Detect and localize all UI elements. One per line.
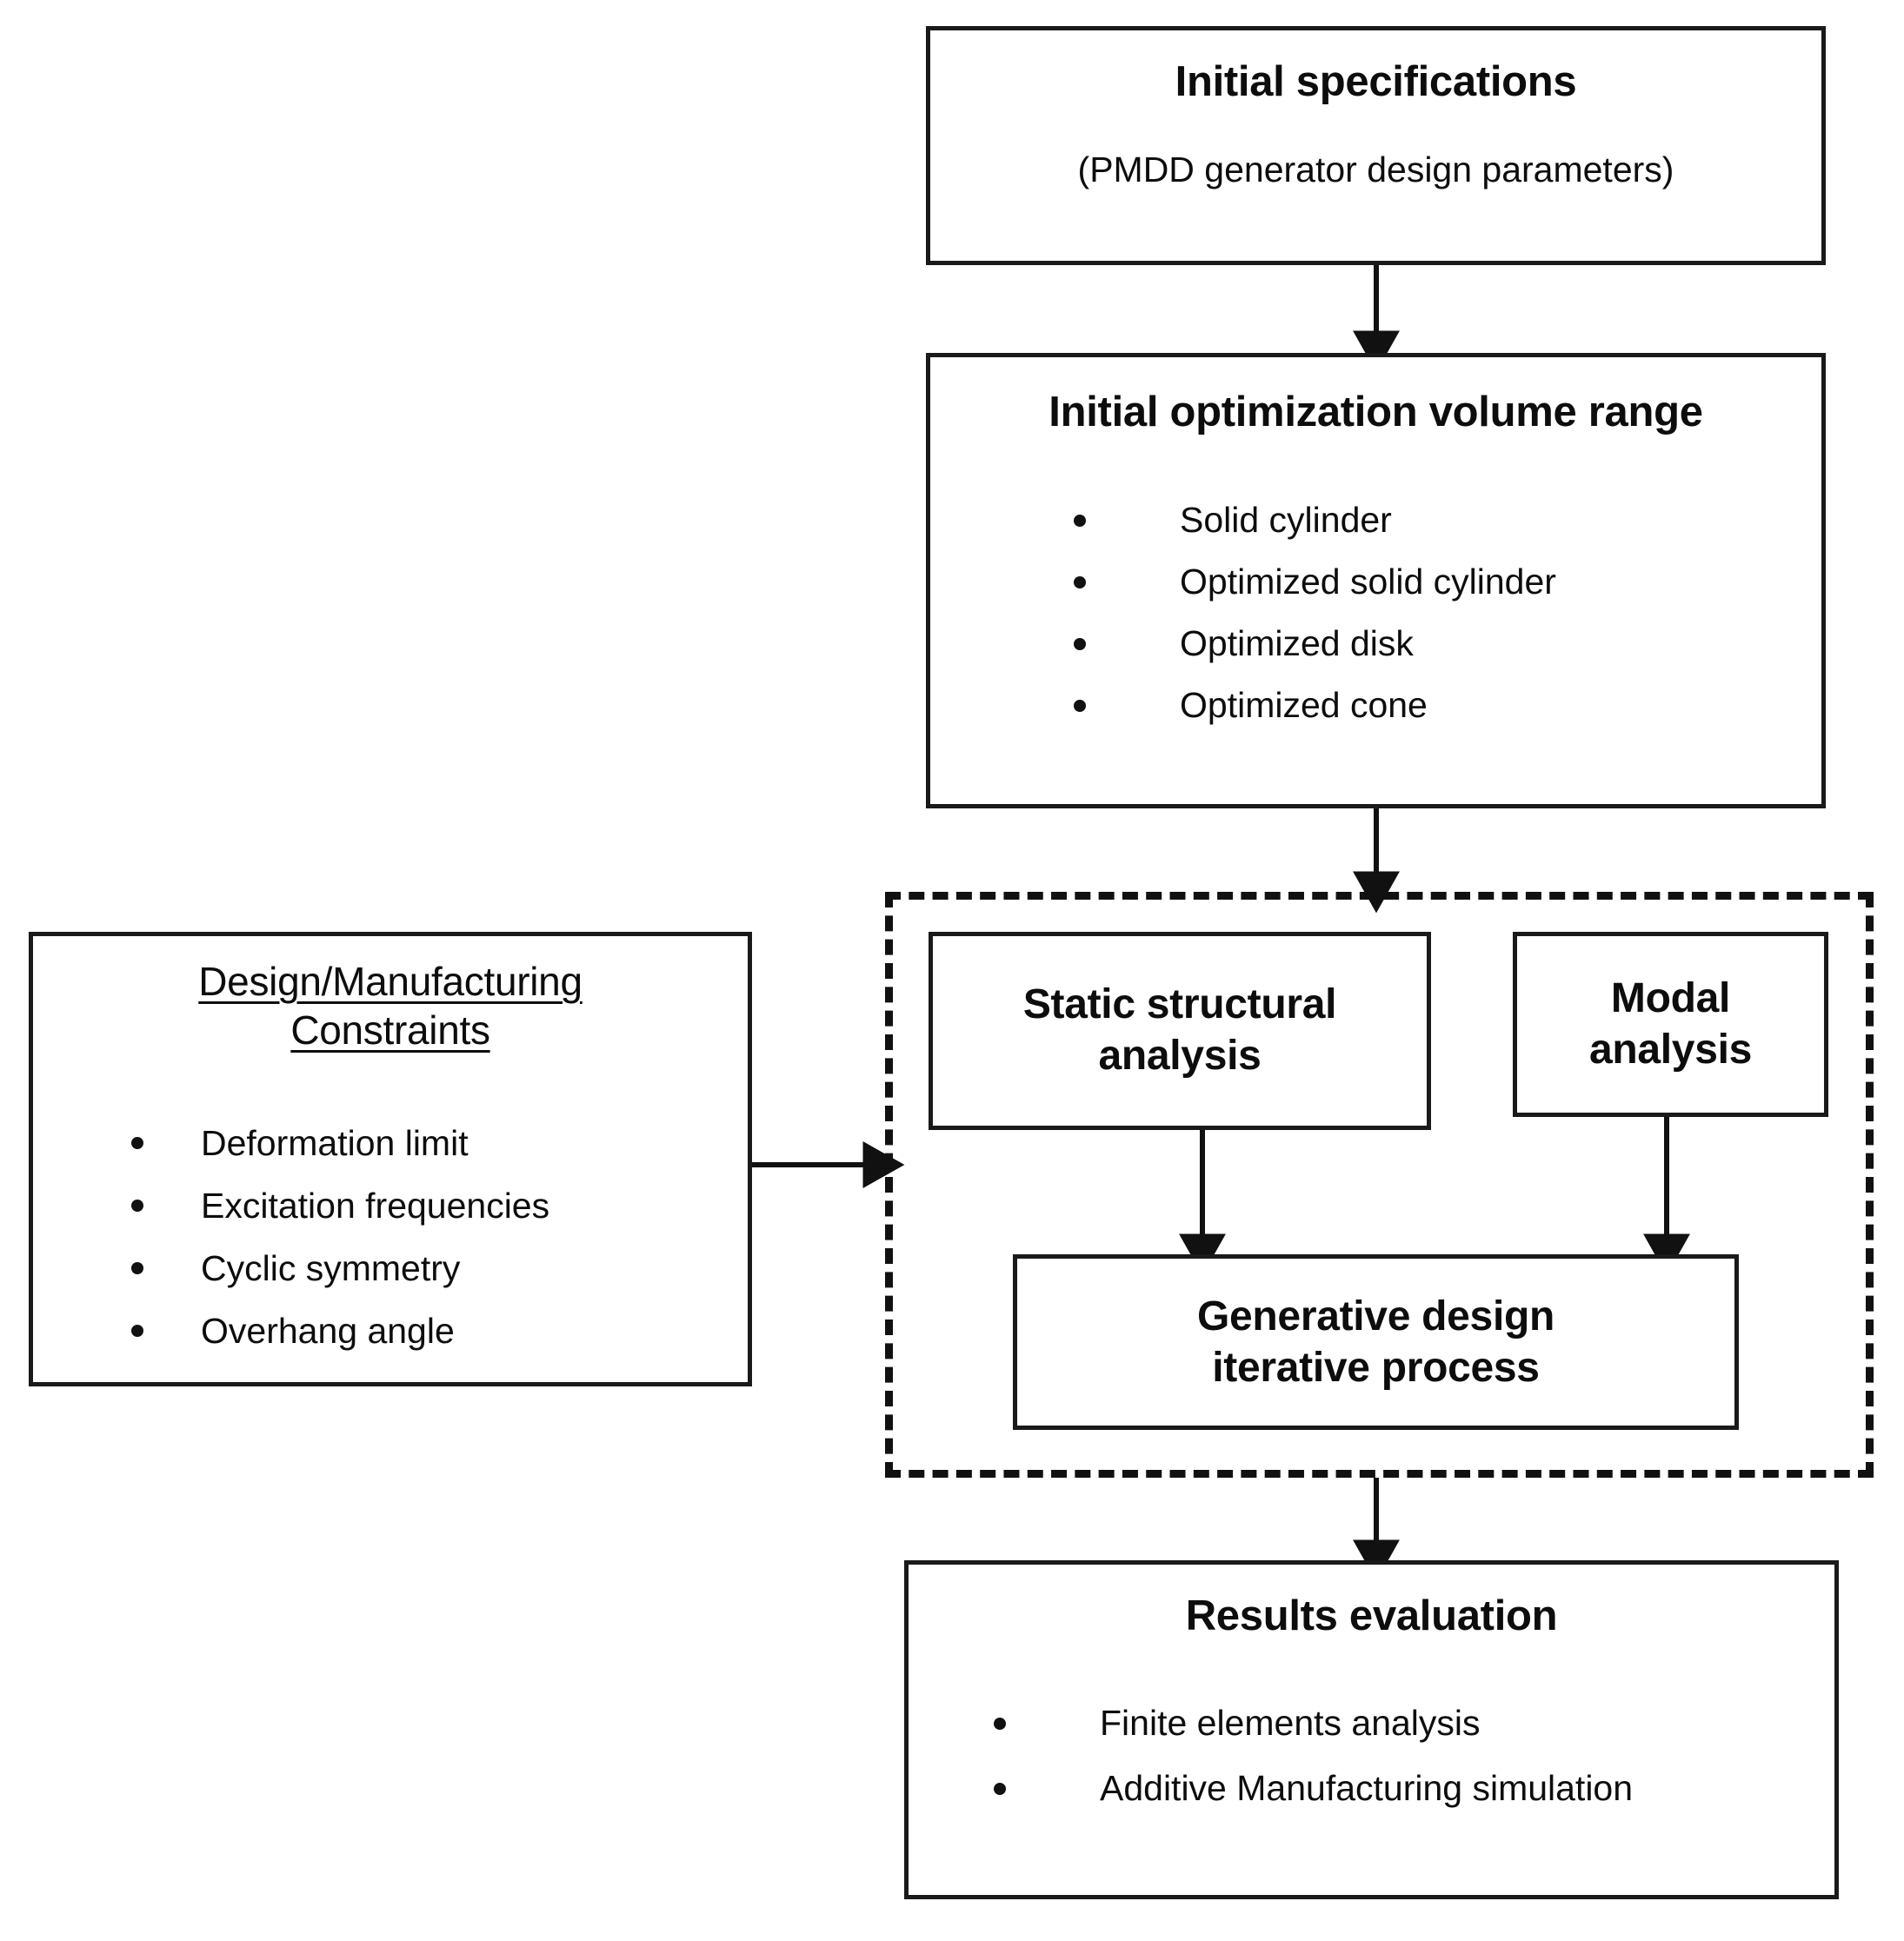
list-item: Cyclic symmetry — [131, 1237, 740, 1300]
box4a-title: Static structural analysis — [943, 980, 1416, 1081]
list-item: Deformation limit — [131, 1112, 740, 1174]
box2-title: Initial optimization volume range — [1049, 389, 1703, 435]
box4a-title-line2: analysis — [1098, 1032, 1262, 1079]
bullet-dot-icon — [994, 1782, 1006, 1795]
node-modal-analysis[interactable]: Modal analysis — [1513, 932, 1828, 1117]
node-initial-specifications[interactable]: Initial specifications (PMDD generator d… — [926, 26, 1826, 265]
bullet-dot-icon — [994, 1717, 1006, 1730]
box4b-title-line1: Modal — [1610, 975, 1731, 1021]
box4c-title: Generative design iterative process — [1028, 1292, 1724, 1393]
box4c-title-line2: iterative process — [1212, 1344, 1540, 1391]
list-item-label: Finite elements analysis — [1100, 1703, 1481, 1743]
box5-title: Results evaluation — [1185, 1592, 1558, 1639]
list-item: Optimized cone — [1074, 675, 1787, 736]
node-results-evaluation[interactable]: Results evaluation Finite elements analy… — [904, 1560, 1839, 1899]
list-item: Optimized disk — [1074, 613, 1787, 675]
box4b-title: Modal analysis — [1526, 974, 1815, 1075]
bullet-dot-icon — [131, 1262, 143, 1274]
list-item-label: Overhang angle — [201, 1310, 455, 1351]
list-item-label: Optimized disk — [1180, 623, 1414, 663]
node-generative-design-iterative-process[interactable]: Generative design iterative process — [1013, 1254, 1739, 1430]
box1-title: Initial specifications — [1175, 58, 1577, 105]
node-static-structural-analysis[interactable]: Static structural analysis — [929, 932, 1431, 1130]
list-item-label: Additive Manufacturing simulation — [1100, 1768, 1634, 1808]
node-design-manufacturing-constraints[interactable]: Design/Manufacturing Constraints Deforma… — [29, 932, 752, 1386]
bullet-dot-icon — [1074, 699, 1086, 712]
box4b-title-line2: analysis — [1588, 1026, 1753, 1073]
box5-bullet-list: Finite elements analysis Additive Manufa… — [994, 1691, 1802, 1821]
list-item-label: Excitation frequencies — [201, 1185, 550, 1226]
list-item-label: Optimized cone — [1180, 685, 1428, 725]
bullet-dot-icon — [131, 1325, 143, 1337]
list-item: Optimized solid cylinder — [1074, 551, 1787, 613]
list-item: Excitation frequencies — [131, 1174, 740, 1237]
box3-bullet-list: Deformation limit Excitation frequencies… — [131, 1112, 740, 1362]
list-item-label: Optimized solid cylinder — [1180, 562, 1556, 602]
list-item-label: Deformation limit — [201, 1122, 469, 1163]
box4c-title-line1: Generative design — [1196, 1293, 1555, 1339]
list-item: Finite elements analysis — [994, 1691, 1802, 1756]
bullet-dot-icon — [1074, 514, 1086, 527]
box3-title-line1: Design/Manufacturing — [198, 959, 583, 1004]
list-item: Additive Manufacturing simulation — [994, 1756, 1802, 1821]
list-item-label: Cyclic symmetry — [201, 1247, 461, 1288]
list-item: Overhang angle — [131, 1300, 740, 1362]
bullet-dot-icon — [1074, 637, 1086, 650]
list-item-label: Solid cylinder — [1180, 500, 1392, 540]
box3-title-line2: Constraints — [290, 1007, 490, 1054]
bullet-dot-icon — [131, 1137, 143, 1149]
box4a-title-line1: Static structural — [1022, 981, 1337, 1027]
node-initial-optimization-volume-range[interactable]: Initial optimization volume range Solid … — [926, 353, 1826, 808]
box1-subtitle: (PMDD generator design parameters) — [1077, 150, 1674, 189]
box3-title: Design/Manufacturing Constraints — [85, 957, 696, 1054]
list-item: Solid cylinder — [1074, 489, 1787, 551]
bullet-dot-icon — [1074, 575, 1086, 588]
group-generative-design-loop[interactable]: 4 — [885, 892, 1874, 1478]
box2-bullet-list: Solid cylinder Optimized solid cylinder … — [1074, 489, 1787, 736]
bullet-dot-icon — [131, 1200, 143, 1212]
